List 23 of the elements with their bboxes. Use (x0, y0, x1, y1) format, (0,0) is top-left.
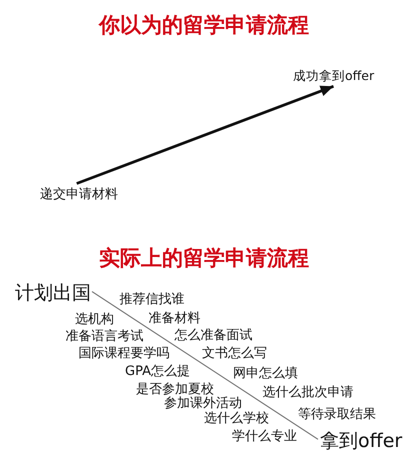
item-label: 文书怎么写 (202, 346, 268, 360)
item-label: 国际课程要学吗 (78, 346, 170, 360)
item-label: 选什么学校 (204, 412, 270, 424)
heading: 你以为的留学申请流程 (99, 14, 309, 36)
item-label: 准备材料 (148, 312, 201, 324)
item-label: 等待录取结果 (298, 408, 376, 420)
end-label: 拿到offer (320, 432, 402, 450)
heading: 实际上的留学申请流程 (99, 248, 309, 268)
item-label: 网申怎么填 (232, 366, 298, 380)
item-label: 是否参加夏校 (136, 382, 214, 396)
item-label: 推荐信找谁 (120, 292, 185, 306)
item-label: GPA怎么提 (125, 364, 190, 378)
item-label: 准备语言考试 (66, 330, 144, 342)
item-label: 选机构 (75, 313, 114, 326)
start-label: 计划出国 (15, 284, 91, 303)
item-label: 怎么准备面试 (174, 328, 253, 342)
item-label: 选什么批次申请 (262, 386, 354, 399)
arrow (76, 85, 334, 185)
item-label: 参加课外活动 (164, 396, 242, 410)
connector-line (92, 291, 318, 440)
end-label: 成功拿到offer (293, 70, 374, 82)
start-label: 递交申请材料 (40, 188, 118, 200)
item-label: 学什么专业 (232, 430, 297, 443)
